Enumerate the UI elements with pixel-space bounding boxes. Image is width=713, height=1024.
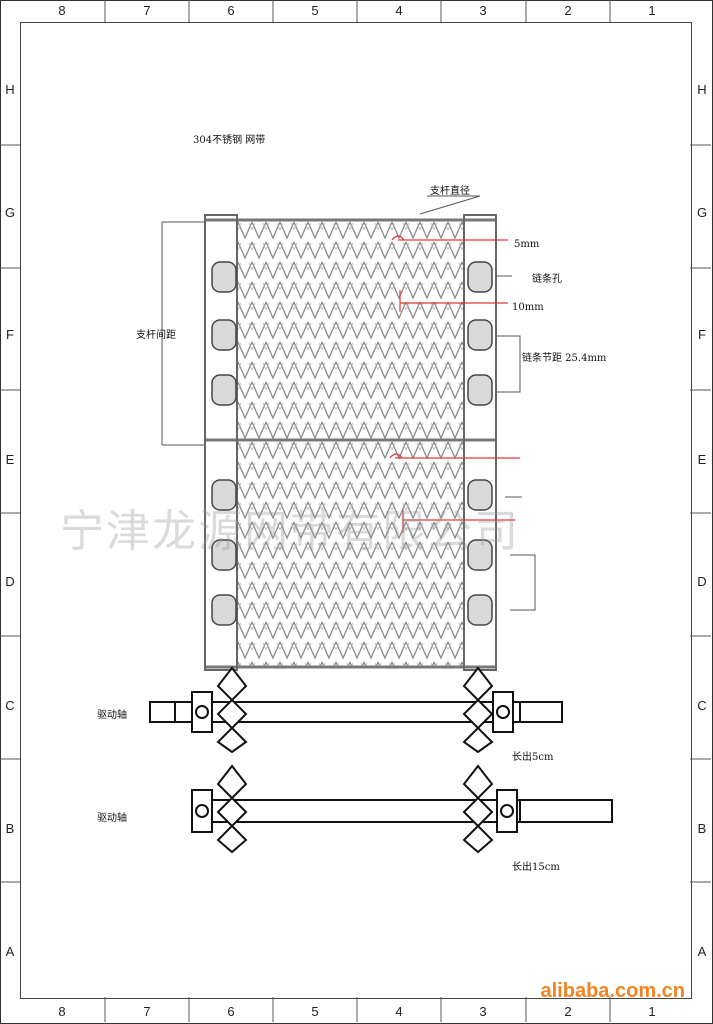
leader-lines <box>161 195 536 611</box>
col-label-bottom: 8 <box>58 1004 66 1019</box>
col-label-bottom: 5 <box>311 1004 319 1019</box>
col-label-top: 7 <box>143 3 151 18</box>
label-drive-shaft-2: 驱动轴 <box>97 813 127 824</box>
row-label-right: G <box>696 205 708 220</box>
mesh-weave <box>236 220 464 668</box>
row-label-right: B <box>697 821 707 836</box>
col-label-top: 6 <box>227 3 235 18</box>
col-label-top: 3 <box>479 3 487 18</box>
col-label-top: 1 <box>648 3 656 18</box>
col-label-bottom: 7 <box>143 1004 151 1019</box>
col-label-bottom: 6 <box>227 1004 235 1019</box>
diagram-title: 304不锈钢 网带 <box>193 135 266 146</box>
label-rod-diameter: 支杆直径 <box>430 186 470 197</box>
cross-rods <box>205 218 495 669</box>
drive-shaft-1 <box>149 666 563 754</box>
row-label-left: C <box>5 698 15 713</box>
col-label-top: 8 <box>58 3 66 18</box>
label-chain-hole: 链条孔 <box>532 274 562 285</box>
col-label-bottom: 1 <box>648 1004 656 1019</box>
row-label-left: E <box>5 452 15 467</box>
left-chain-rollers <box>211 261 237 626</box>
row-label-left: D <box>5 574 15 589</box>
col-label-bottom: 4 <box>395 1004 403 1019</box>
row-label-right: C <box>697 698 707 713</box>
left-chain-plate <box>204 214 238 671</box>
row-label-left: G <box>4 205 16 220</box>
col-label-top: 5 <box>311 3 319 18</box>
label-rod-spacing: 支杆间距 <box>136 330 176 341</box>
row-label-right: H <box>697 82 707 97</box>
row-label-left: F <box>6 327 14 342</box>
drive-shaft-2 <box>191 764 613 854</box>
row-label-left: B <box>5 821 15 836</box>
row-label-right: A <box>697 944 707 959</box>
company-watermark: 宁津龙源网带有限公司 <box>60 506 520 557</box>
label-drive-shaft-1: 驱动轴 <box>97 710 127 721</box>
right-chain-rollers <box>467 261 493 626</box>
col-label-bottom: 2 <box>564 1004 572 1019</box>
drawing-frame <box>20 22 692 999</box>
col-label-top: 4 <box>395 3 403 18</box>
label-chain-pitch: 链条节距 25.4mm <box>522 353 607 364</box>
label-10mm: 10mm <box>512 302 544 313</box>
row-label-right: E <box>697 452 707 467</box>
row-label-right: F <box>698 327 706 342</box>
col-label-bottom: 3 <box>479 1004 487 1019</box>
col-label-top: 2 <box>564 3 572 18</box>
row-label-left: H <box>5 82 15 97</box>
alibaba-logo: alibaba.com.cn <box>540 980 686 1002</box>
label-5mm: 5mm <box>514 239 540 250</box>
label-extend-5cm: 长出5cm <box>512 752 554 763</box>
label-extend-15cm: 长出15cm <box>512 862 560 873</box>
row-label-left: A <box>5 944 15 959</box>
dimension-markers <box>389 235 520 533</box>
row-label-right: D <box>697 574 707 589</box>
